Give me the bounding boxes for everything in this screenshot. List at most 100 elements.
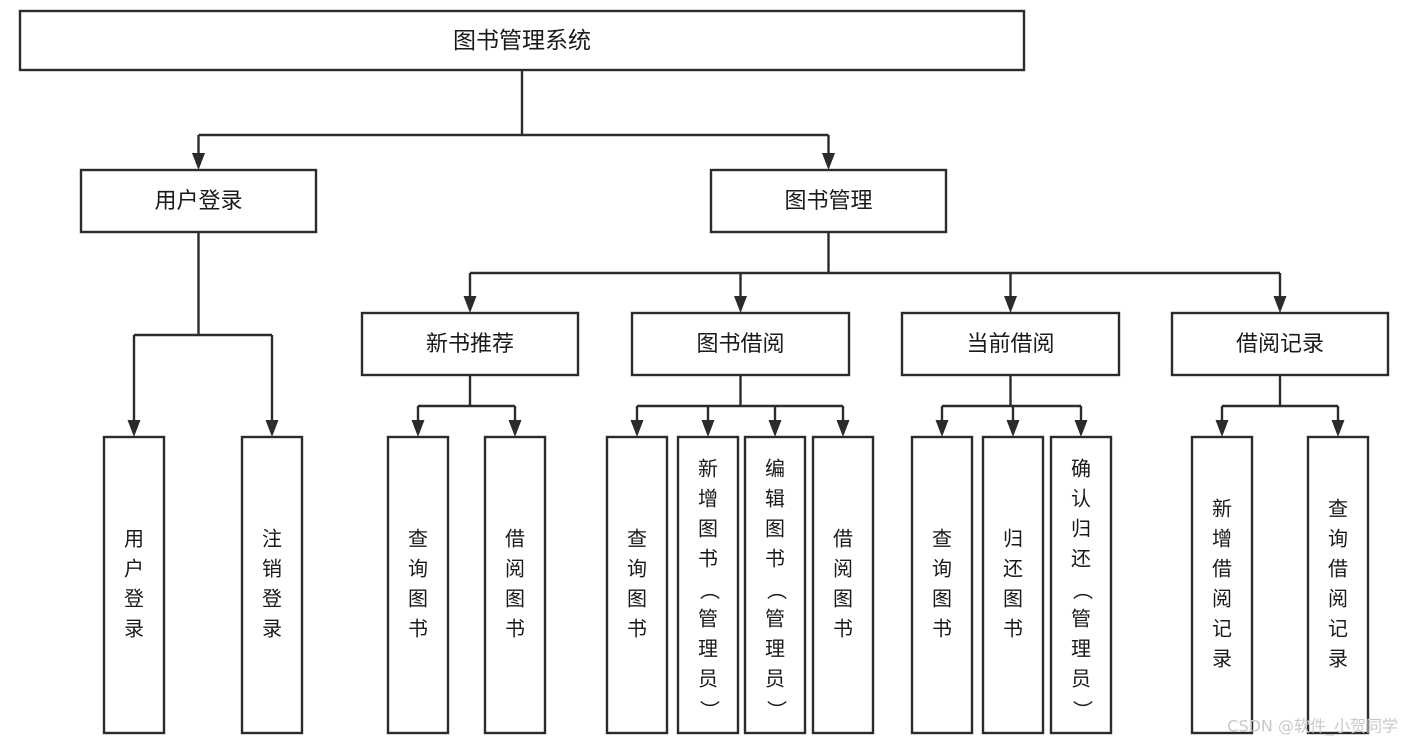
leaf-leaf-borrow-book-1-rect — [483, 435, 547, 735]
node-user-login-rect — [79, 168, 318, 234]
svg-text:记: 记 — [1212, 617, 1232, 641]
svg-text:书: 书 — [1003, 617, 1023, 641]
svg-text:员: 员 — [698, 667, 718, 691]
svg-text:户: 户 — [124, 557, 144, 581]
svg-text:阅: 阅 — [833, 557, 853, 581]
node-borrow-record-label: 借阅记录 — [1236, 332, 1324, 357]
svg-text:书: 书 — [698, 547, 718, 571]
svg-text:阅: 阅 — [505, 557, 525, 581]
conn-book-manage-arrow-2 — [1004, 296, 1017, 313]
conn-borrow-record-arrow-0 — [1215, 420, 1229, 437]
svg-text:询: 询 — [1328, 527, 1348, 551]
svg-text:查: 查 — [932, 527, 952, 551]
conn-new-book-recommend-arrow-0 — [411, 420, 425, 437]
svg-text:图: 图 — [408, 587, 428, 611]
conn-book-manage-arrow-3 — [1273, 296, 1287, 313]
node-borrow-record-rect — [1170, 311, 1390, 377]
svg-text:阅: 阅 — [1212, 587, 1232, 611]
leaf-leaf-edit-book-rect — [743, 435, 807, 735]
svg-text:询: 询 — [408, 557, 428, 581]
leaf-leaf-user-logout-rect — [240, 435, 304, 735]
svg-text:查: 查 — [408, 527, 428, 551]
conn-current-borrow-arrow-0 — [935, 420, 949, 437]
svg-text:录: 录 — [1212, 647, 1232, 671]
svg-text:管: 管 — [765, 607, 785, 631]
svg-text:（: （ — [1071, 580, 1095, 600]
leaf-leaf-add-book-rect — [676, 435, 740, 735]
node-current-borrow[interactable]: 当前借阅 — [900, 311, 1121, 377]
leaf-leaf-user-login-label: 用户登录 — [124, 527, 144, 641]
node-book-borrow[interactable]: 图书借阅 — [630, 311, 851, 377]
node-user-login[interactable]: 用户登录 — [79, 168, 318, 234]
root-node-图书管理系统-rect — [18, 9, 1026, 72]
svg-text:确: 确 — [1071, 457, 1091, 481]
node-borrow-record[interactable]: 借阅记录 — [1170, 311, 1390, 377]
svg-text:（: （ — [765, 580, 789, 600]
conn-user-login-arrow-0 — [127, 420, 141, 437]
svg-text:借: 借 — [1212, 557, 1232, 581]
svg-text:图: 图 — [505, 587, 525, 611]
svg-text:图: 图 — [765, 517, 785, 541]
node-new-book-recommend-label: 新书推荐 — [426, 332, 514, 357]
leaf-leaf-confirm-return-rect — [1049, 435, 1113, 735]
svg-text:记: 记 — [1328, 617, 1348, 641]
svg-text:还: 还 — [1071, 547, 1091, 571]
svg-text:员: 员 — [1071, 667, 1091, 691]
csdn-watermark: CSDN @软件_小贺同学 — [1227, 717, 1398, 737]
root-node-图书管理系统[interactable]: 图书管理系统 — [18, 9, 1026, 72]
svg-text:图: 图 — [932, 587, 952, 611]
svg-text:阅: 阅 — [1328, 587, 1348, 611]
node-new-book-recommend[interactable]: 新书推荐 — [360, 311, 580, 377]
svg-text:管: 管 — [698, 607, 718, 631]
svg-text:录: 录 — [1328, 647, 1348, 671]
root-node-图书管理系统-label: 图书管理系统 — [453, 28, 591, 54]
svg-text:注: 注 — [262, 527, 282, 551]
conn-root-arrow-1 — [822, 153, 835, 170]
svg-text:借: 借 — [505, 527, 525, 551]
leaf-leaf-query-book-3-rect — [910, 435, 974, 735]
leaf-leaf-user-login[interactable]: 用户登录 — [102, 435, 166, 735]
conn-user-login-arrow-1 — [265, 420, 279, 437]
svg-text:查: 查 — [1328, 497, 1348, 521]
leaf-leaf-user-login-rect — [102, 435, 166, 735]
conn-new-book-recommend-arrow-1 — [508, 420, 522, 437]
connector-layer — [127, 70, 1345, 437]
svg-text:理: 理 — [765, 637, 785, 661]
leaf-leaf-add-record-rect — [1190, 435, 1254, 735]
node-book-manage[interactable]: 图书管理 — [709, 168, 948, 234]
node-user-login-label: 用户登录 — [154, 189, 242, 214]
svg-text:登: 登 — [262, 587, 282, 611]
svg-text:查: 查 — [627, 527, 647, 551]
node-new-book-recommend-rect — [360, 311, 580, 377]
svg-text:管: 管 — [1071, 607, 1091, 631]
svg-text:归: 归 — [1071, 517, 1091, 541]
svg-text:图: 图 — [833, 587, 853, 611]
conn-book-borrow-arrow-1 — [701, 420, 715, 437]
svg-text:询: 询 — [932, 557, 952, 581]
svg-text:（: （ — [698, 580, 722, 600]
conn-current-borrow-arrow-2 — [1074, 420, 1088, 437]
svg-text:书: 书 — [932, 617, 952, 641]
leaf-leaf-query-book-1-rect — [386, 435, 450, 735]
conn-book-borrow-arrow-3 — [836, 420, 850, 437]
node-book-manage-rect — [709, 168, 948, 234]
